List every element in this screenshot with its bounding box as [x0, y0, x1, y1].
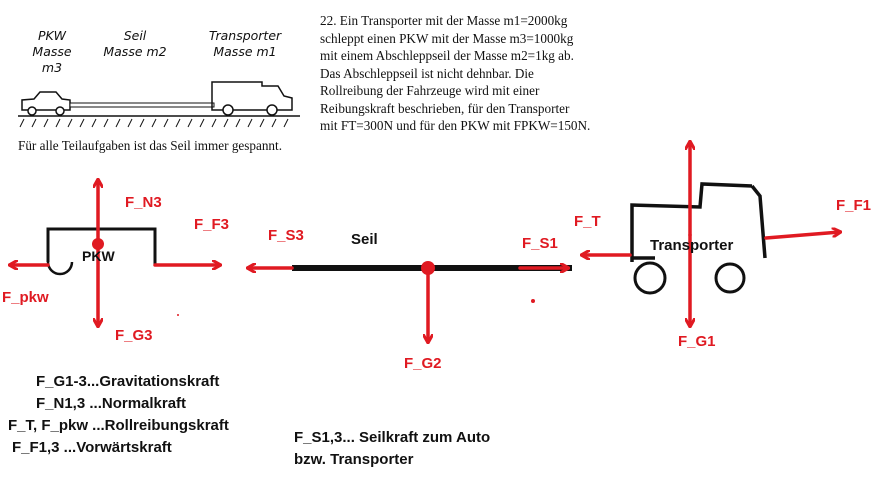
- sketch-rope: [69, 102, 215, 108]
- sketch-truck-wheel: [266, 104, 278, 116]
- sketch-transporter-label: Transporter Masse m1: [200, 28, 290, 60]
- sketch-pkw-label: PKW Masse m3: [22, 28, 82, 76]
- label-f-pkw: F_pkw: [2, 289, 49, 306]
- legend-seil-line1: F_S1,3... Seilkraft zum Auto: [294, 429, 491, 446]
- label-f-g3: F_G3: [115, 327, 153, 344]
- stray-dot: [177, 314, 179, 316]
- legend-item-normal: F_N1,3 ...Normalkraft: [36, 395, 187, 412]
- sketch-truck-wheel: [222, 104, 234, 116]
- force-legend: F_G1-3...Gravitationskraft F_N1,3 ...Nor…: [8, 371, 229, 459]
- transporter-body: [630, 182, 767, 295]
- sketch-pkw-mass: Masse m3: [32, 44, 72, 75]
- sketch-transporter-mass: Masse m1: [213, 44, 277, 59]
- sketch-road-hatching: [19, 118, 289, 128]
- seil-legend: F_S1,3... Seilkraft zum Auto bzw. Transp…: [294, 427, 490, 471]
- label-f-f3: F_F3: [194, 216, 230, 233]
- sketch-transporter-name: Transporter: [208, 28, 282, 43]
- legend-item-rollreibung: F_T, F_pkw ...Rollreibungskraft: [8, 417, 229, 434]
- label-f-f1: F_F1: [836, 197, 872, 214]
- label-f-g2: F_G2: [404, 355, 442, 372]
- problem-statement: 22. Ein Transporter mit der Masse m1=200…: [320, 12, 660, 135]
- sketch-pkw-name: PKW: [37, 28, 67, 43]
- problem-note: Für alle Teilaufgaben ist das Seil immer…: [18, 138, 282, 153]
- stray-dot: [531, 299, 535, 303]
- label-f-g1: F_G1: [678, 333, 716, 350]
- force-arrows: [10, 142, 840, 342]
- sketch-illustration: [18, 81, 300, 128]
- sketch-car-wheel: [55, 106, 65, 116]
- pkw-label: PKW: [82, 248, 115, 264]
- sketch-car-wheel: [27, 106, 37, 116]
- arrow-f-f1: [764, 232, 840, 240]
- label-f-s3: F_S3: [268, 227, 304, 244]
- label-f-t: F_T: [574, 213, 601, 230]
- transporter-label: Transporter: [650, 237, 734, 254]
- sketch-seil-label: Seil Masse m2: [100, 28, 170, 60]
- label-f-s1: F_S1: [522, 235, 558, 252]
- sketch-seil-mass: Masse m2: [103, 44, 167, 59]
- pkw-center-dot: [92, 238, 104, 250]
- problem-text: 22. Ein Transporter mit der Masse m1=200…: [320, 13, 591, 133]
- sketch-truck: [211, 81, 293, 111]
- legend-seil-line2: bzw. Transporter: [294, 451, 414, 468]
- seil-label: Seil: [351, 231, 378, 248]
- sketch-seil-name: Seil: [123, 28, 147, 43]
- legend-item-gravitation: F_G1-3...Gravitationskraft: [36, 373, 220, 390]
- label-f-n3: F_N3: [125, 194, 162, 211]
- legend-item-vorwaerts: F_F1,3 ...Vorwärtskraft: [12, 439, 172, 456]
- rope-center-dot: [421, 261, 435, 275]
